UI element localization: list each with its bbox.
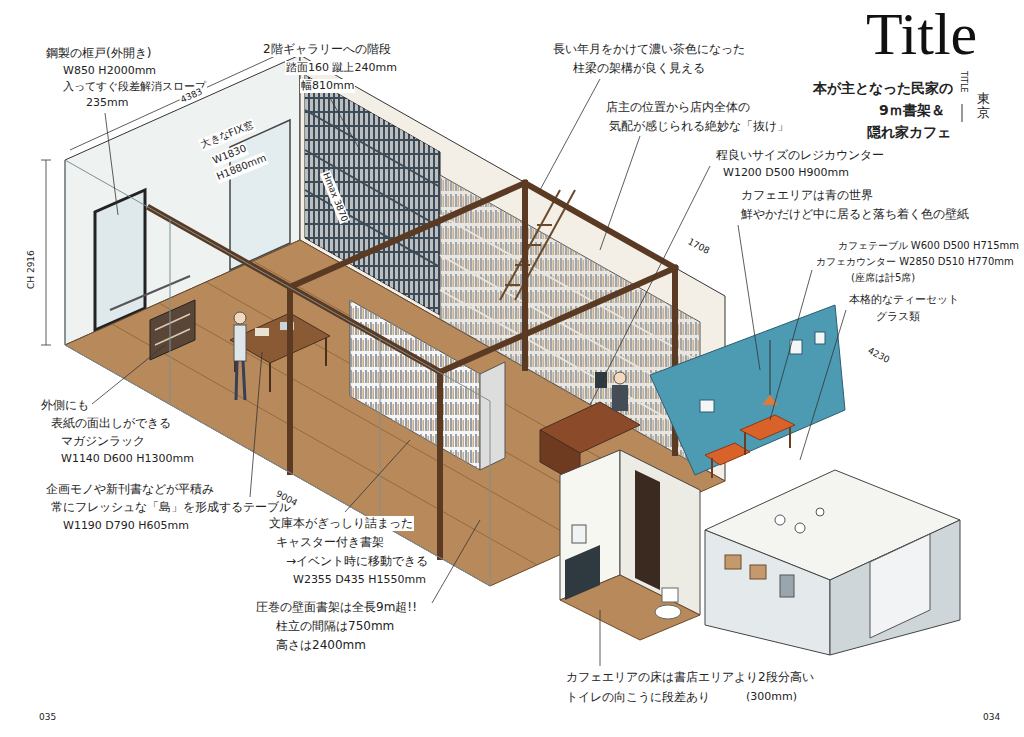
subtitle-line: 9ｍ書架＆ [878,102,946,120]
annotation-text: 鮮やかだけど中に居ると落ち着く色の壁紙 [740,207,970,222]
annotation-text: 東京 [976,92,991,121]
subtitle-line: 本が主となった民家の [812,80,954,98]
annotation-text: 235mm [85,96,129,110]
annotation-text: 034 [982,712,1001,723]
annotation-text: 長い年月をかけて濃い茶色になった [552,42,746,57]
dimension-label: TITLE [958,70,968,94]
annotation-text: 店主の位置から店内全体の [605,100,751,115]
dimension-label: 4230 [865,345,892,366]
annotation-text: 本格的なティーセット [848,293,960,307]
dimension-label: CH 2916 [26,249,37,290]
annotation-text: 程良いサイズのレジカウンター [715,148,885,163]
annotation-text: 柱立の間隔は750mm [275,619,395,634]
annotation-text: (座席は計5席) [850,272,916,285]
annotation-text: 文庫本がぎっしり詰まった [268,516,414,531]
annotation-text: 柱梁の架構が良く見える [572,61,706,76]
page-title: Title [866,4,977,64]
annotation-text: 外側にも [40,398,90,413]
annotation-text: →イベント時に移動できる [285,554,429,569]
annotation-text: 鋼製の框戸(外開き) [45,46,152,61]
annotation-text: グラス類 [875,310,921,324]
annotation-text: W2355 D435 H1550mm [292,573,427,587]
annotation-text: 圧巻の壁面書架は全長9m超!! [255,600,418,615]
annotation-text: 企画モノや新刊書などが平積み [45,482,215,497]
annotation-text: W1190 D790 H605mm [62,519,190,533]
annotation-text: カフェエリアの床は書店エリアより2段分高い [565,670,815,685]
annotation-text: 表紙の面出しができる [50,416,172,431]
annotation-text: 幅810mm [300,79,355,93]
subtitle-line: 隠れ家カフェ [866,124,952,142]
annotation-text: キャスター付き書架 [275,535,385,550]
annotation-text: カフェエリアは青の世界 [740,188,874,203]
annotation-text: 常にフレッシュな「島」を形成するテーブル [50,500,292,515]
annotation-text: 気配が感じられる絶妙な「抜け」 [608,119,790,134]
annotation-text: 高さは2400mm [275,638,367,653]
annotation-text: W850 H2000mm [62,64,157,78]
annotation-text: マガジンラック [60,434,146,449]
annotation-text: 035 [38,712,57,723]
annotation-text: W1140 D600 H1300mm [60,452,195,466]
annotation-text: (300mm) [745,690,798,704]
annotation-text: カフェテーブル W600 D500 H715mm [837,240,1020,253]
annotation-text: 2階ギャラリーへの階段 [262,42,392,57]
annotation-text: カフェカウンター W2850 D510 H770mm [815,256,1015,269]
dimension-label: 1708 [685,236,712,257]
annotation-text: トイレの向こうに段差あり [565,690,711,705]
annotation-text: 踏面160 蹴上240mm [285,61,398,75]
annotation-text: W1200 D500 H900mm [722,166,850,180]
